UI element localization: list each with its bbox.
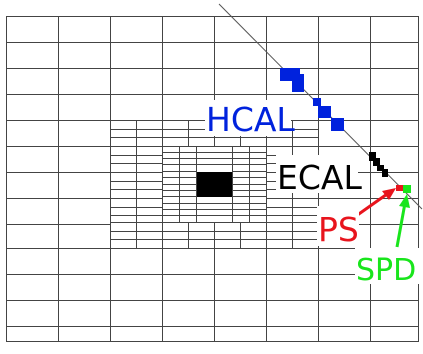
hcal-hit bbox=[292, 74, 304, 92]
ecal-hits bbox=[369, 152, 388, 177]
hcal-hit bbox=[313, 98, 321, 106]
spd-hit bbox=[403, 185, 411, 193]
inner-grid bbox=[162, 146, 267, 223]
hcal-hit bbox=[331, 118, 344, 131]
ecal-label: ECAL bbox=[277, 158, 362, 197]
ecal-hit bbox=[377, 165, 384, 171]
spd-label: SPD bbox=[356, 253, 416, 288]
hcal-hit bbox=[318, 106, 331, 118]
ecal-hit bbox=[369, 152, 376, 161]
hcal-hits bbox=[280, 68, 344, 131]
spd-arrow bbox=[395, 194, 410, 248]
beam-hole bbox=[197, 172, 232, 197]
ecal-hit bbox=[382, 169, 388, 177]
ecal-hit bbox=[373, 158, 380, 166]
hcal-label: HCAL bbox=[206, 100, 295, 139]
ps-arrow bbox=[355, 188, 396, 218]
ps-label: PS bbox=[318, 210, 359, 249]
ps-hit bbox=[396, 185, 403, 191]
